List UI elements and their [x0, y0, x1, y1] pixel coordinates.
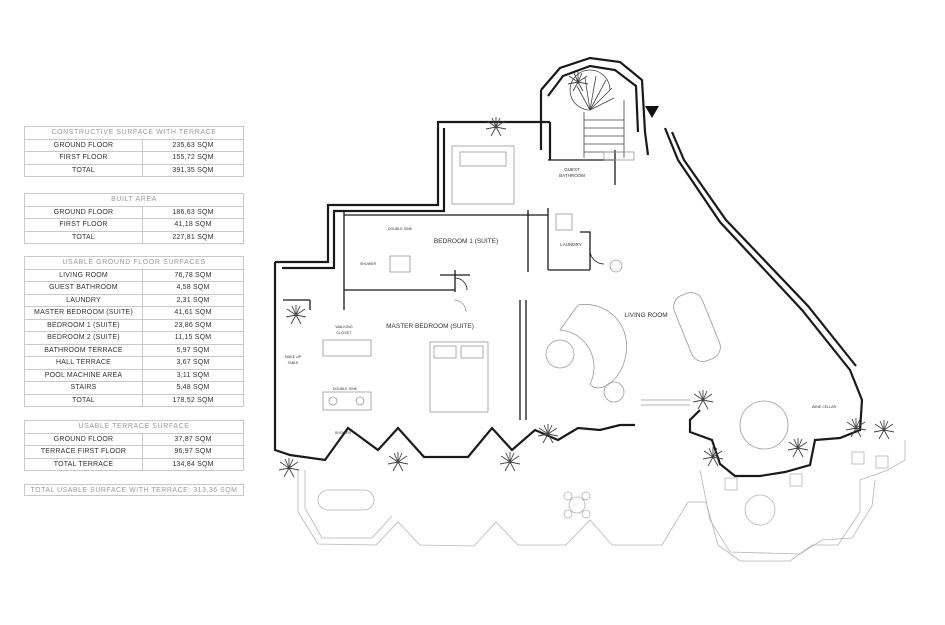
terrace-outline [297, 440, 906, 562]
guest-bathroom-label: GUEST [564, 167, 580, 172]
laundry-label: LAUNDRY [560, 242, 581, 247]
constructive-surface-table: CONSTRUCTIVE SURFACE WITH TERRACE GROUND… [24, 126, 244, 177]
double-sink-label-bottom: DOUBLE SINK [333, 387, 358, 391]
walking-closet-label-line2: CLOSET [336, 331, 352, 335]
make-up-table-label-line2: TABLE [287, 361, 299, 365]
furniture [322, 145, 789, 450]
double-sink-label: DOUBLE SINK [388, 227, 413, 231]
master-bedroom-label: MASTER BEDROOM (SUITE) [386, 323, 474, 330]
shower-label: SHOWER [360, 262, 377, 266]
usable-ground-floor-table: USABLE GROUND FLOOR SURFACES LIVING ROOM… [24, 256, 244, 407]
shower-label-bottom: SHOWER [335, 431, 352, 435]
doors [453, 249, 605, 313]
entrance-arrow-icon [645, 106, 659, 118]
interior-walls [283, 150, 616, 420]
wine-cellar-label: WINE CELLAR [812, 405, 837, 409]
table-row: MASTER BEDROOM (SUITE)41,61 SQM [24, 306, 244, 320]
bedroom1-label: BEDROOM 1 (SUITE) [434, 238, 498, 245]
make-up-table-label: MAKE UP [285, 355, 302, 359]
exterior-walls [273, 56, 864, 478]
palm-plant-icon [278, 71, 895, 478]
walking-closet-label: WALKING [335, 325, 352, 329]
guest-bathroom-label-line2: BATHROOM [559, 173, 585, 178]
table-row: BEDROOM 1 (SUITE)23,86 SQM [24, 318, 244, 332]
living-room-label: LIVING ROOM [624, 312, 667, 319]
spiral-stair-icon [569, 69, 625, 158]
total-usable-surface: TOTAL USABLE SURFACE WITH TERRACE: 313,3… [24, 484, 244, 496]
